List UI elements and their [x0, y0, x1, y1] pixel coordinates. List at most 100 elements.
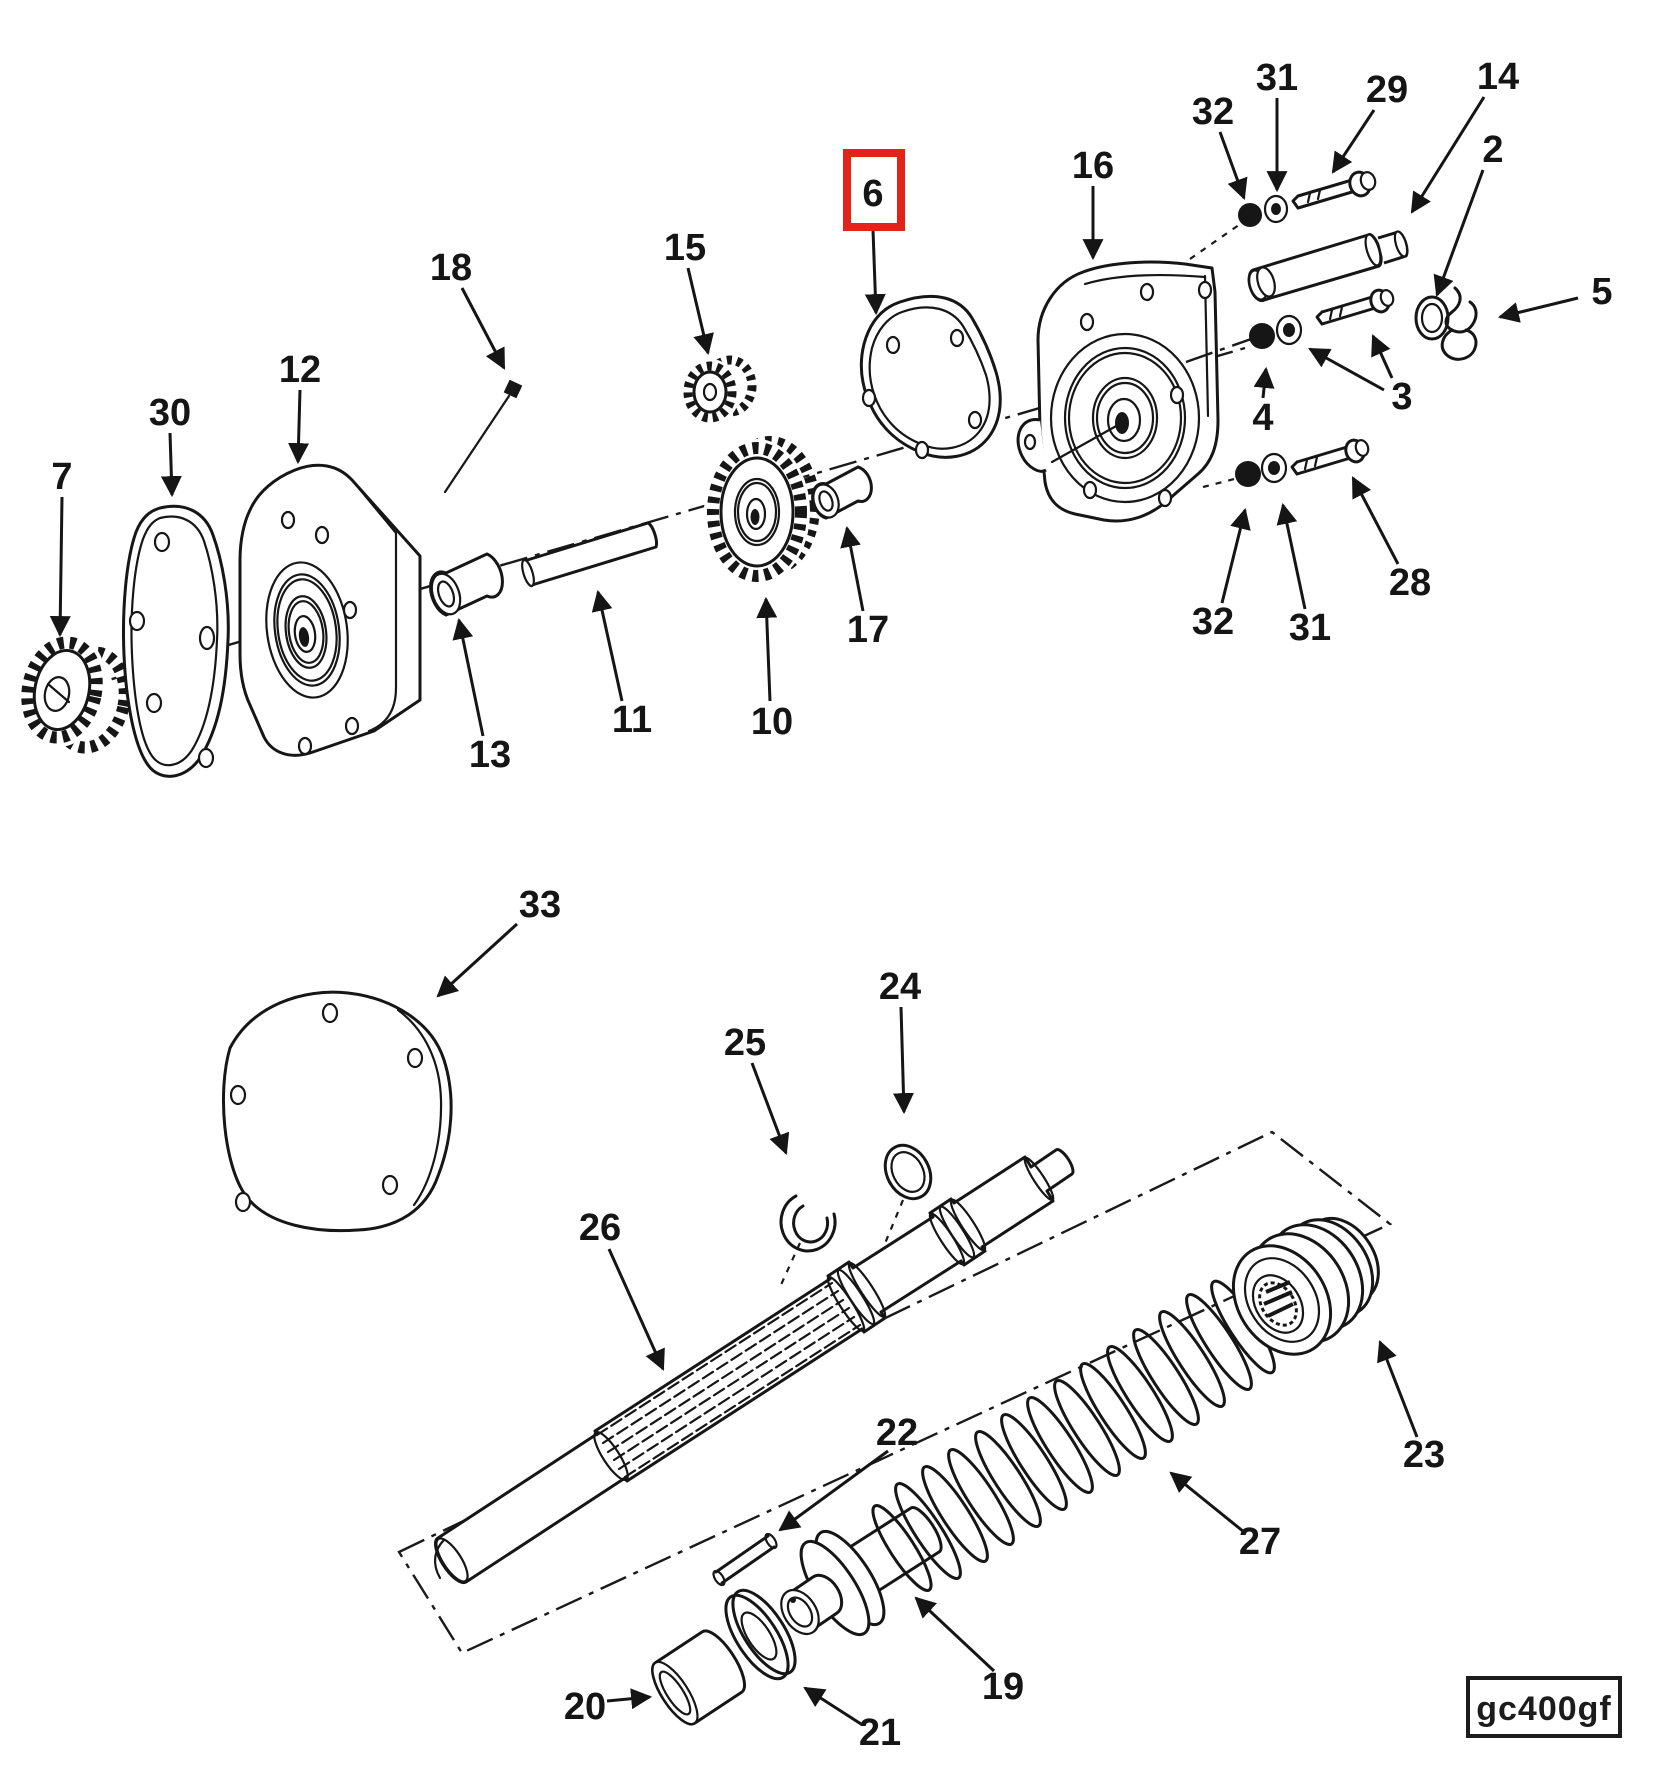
callout-32-bottom: 32 [1192, 601, 1234, 643]
bolt-28 [1290, 438, 1370, 476]
leader-12 [288, 389, 310, 465]
callout-22: 22 [876, 1412, 918, 1454]
callout-26: 26 [579, 1207, 621, 1249]
idler-pinion-15 [680, 355, 757, 425]
callout-30: 30 [149, 392, 191, 434]
callout-28: 28 [1389, 562, 1431, 604]
callout-11: 11 [612, 699, 652, 741]
shaft-pin-11 [521, 521, 658, 588]
callout-25: 25 [724, 1022, 766, 1064]
callout-33: 33 [519, 884, 561, 926]
leader-33 [436, 922, 519, 998]
cover-plate-33 [222, 990, 453, 1233]
leader-21 [803, 1686, 862, 1726]
leader-13 [452, 617, 485, 737]
leader-26 [607, 1248, 665, 1371]
figure-code-label: gc400gf [1476, 1690, 1612, 1728]
leader-14 [1410, 96, 1486, 214]
leader-32-bottom [1220, 507, 1251, 604]
bolt-29 [1291, 170, 1377, 210]
callout-27: 27 [1239, 1521, 1281, 1563]
callout-18: 18 [430, 247, 472, 289]
leader-19 [914, 1596, 996, 1673]
stud-14 [1247, 230, 1409, 303]
callout-6-highlighted: 6 [862, 173, 883, 215]
ball-32-top [1238, 203, 1262, 227]
callout-21: 21 [859, 1712, 901, 1754]
figure-code-box: gc400gf [1466, 1676, 1622, 1738]
spring-27 [871, 1279, 1276, 1592]
highlight-box-6 [843, 149, 905, 231]
ball-32-bottom [1235, 461, 1261, 487]
leader-27 [1169, 1471, 1245, 1534]
bushing-13 [429, 552, 504, 617]
callout-19: 19 [982, 1666, 1024, 1708]
leader-6 [864, 229, 886, 316]
callout-13: 13 [469, 734, 511, 776]
callouts: 7 30 12 18 15 6 16 32 31 29 14 2 5 3 4 2… [49, 56, 1613, 1754]
gasket-30 [122, 504, 230, 778]
callout-5: 5 [1591, 271, 1612, 313]
leader-15 [686, 267, 714, 356]
leader-11 [591, 589, 624, 702]
leader-17 [840, 525, 865, 612]
coupler-23 [1231, 1216, 1380, 1356]
bushing-20 [651, 1629, 746, 1726]
leader-18 [460, 287, 506, 370]
callout-12: 12 [279, 349, 321, 391]
callout-2: 2 [1482, 129, 1503, 171]
callout-23: 23 [1403, 1434, 1445, 1476]
washer-21 [724, 1588, 797, 1681]
callout-4: 4 [1252, 397, 1273, 439]
leader-25 [750, 1062, 790, 1155]
hardware-cluster-right [1185, 170, 1478, 489]
pump-gear-10 [704, 436, 820, 585]
callout-31-top: 31 [1256, 57, 1298, 99]
dowel-pin-18 [443, 379, 523, 494]
o-ring-2 [1414, 295, 1450, 341]
bolt-3 [1315, 288, 1395, 326]
callout-15: 15 [664, 227, 706, 269]
leader-3a [1308, 347, 1385, 392]
shifter-collar-19 [780, 1506, 943, 1637]
retainer-clip-5 [1440, 286, 1478, 361]
leader-28 [1351, 476, 1400, 565]
callout-7: 7 [51, 456, 72, 498]
callout-3: 3 [1391, 376, 1412, 418]
pump-gasket-6 [859, 294, 1002, 460]
leader-4 [1253, 366, 1275, 399]
callout-29: 29 [1366, 69, 1408, 111]
ball-4 [1249, 323, 1275, 349]
leader-24 [892, 1006, 914, 1115]
bushing-17 [811, 465, 873, 520]
assembly-dash-a [778, 1242, 802, 1288]
leader-10 [756, 596, 778, 702]
pump-body-16 [1016, 260, 1220, 523]
o-ring-24 [883, 1143, 933, 1201]
snap-ring-25 [779, 1194, 837, 1253]
roll-pin-22 [712, 1532, 778, 1587]
leader-30 [160, 432, 182, 498]
leader-2 [1433, 169, 1485, 297]
callout-24: 24 [879, 966, 921, 1008]
leader-23 [1377, 1340, 1419, 1438]
assembly-dash-b [867, 1199, 905, 1283]
callout-10: 10 [751, 701, 793, 743]
callout-20: 20 [564, 1686, 606, 1728]
leader-29 [1331, 109, 1376, 174]
leader-20 [606, 1688, 653, 1710]
pto-shaft-26 [434, 1148, 1075, 1585]
leader-5 [1497, 296, 1579, 323]
callout-31-bottom: 31 [1289, 607, 1331, 649]
leader-22 [778, 1449, 889, 1532]
leader-31-bottom [1276, 502, 1307, 610]
callout-16: 16 [1072, 145, 1114, 187]
callout-17: 17 [847, 609, 889, 651]
leader-3b [1371, 334, 1394, 379]
leader-32-top [1218, 131, 1248, 200]
callout-32-top: 32 [1192, 91, 1234, 133]
leader-7 [49, 496, 71, 638]
drive-gear-7 [17, 632, 131, 754]
